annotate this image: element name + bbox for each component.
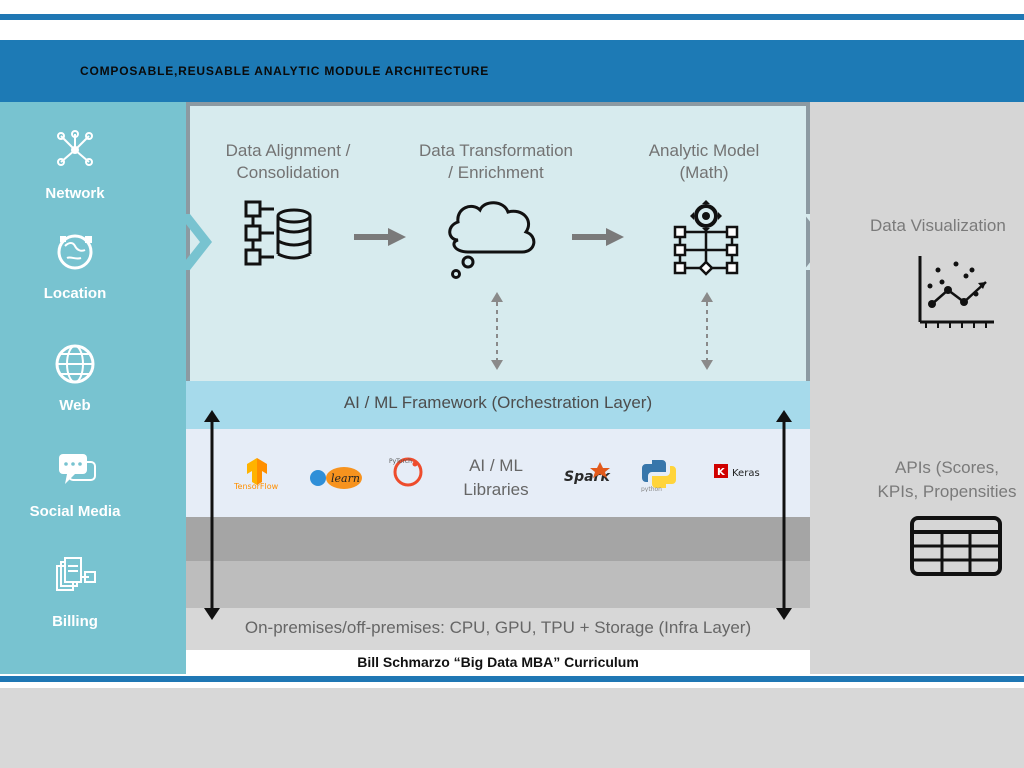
python-icon: python: [636, 456, 682, 493]
location-icon: [57, 234, 93, 270]
stage-data-alignment-line1: Data Alignment /: [225, 141, 351, 160]
flow-arrow-2-icon: [572, 228, 624, 246]
left-connector-chevron: [178, 214, 212, 270]
spark-icon: Spark: [560, 458, 612, 488]
cloud-icon: [448, 201, 536, 279]
database-icon: [244, 200, 312, 266]
data-visualization-label: Data Visualization: [870, 216, 1006, 235]
source-location: Location: [0, 228, 150, 302]
scikit-learn-icon: learn: [304, 458, 366, 492]
data-sources-panel: [0, 102, 186, 674]
libraries-label-line1: AI / ML: [469, 456, 523, 475]
libraries-layer: [186, 429, 810, 517]
python-label: python: [641, 486, 662, 492]
page-title: COMPOSABLE,REUSABLE ANALYTIC MODULE ARCH…: [80, 64, 490, 78]
stage-data-alignment-line2: Consolidation: [236, 163, 340, 182]
lower-gray-band: [186, 561, 810, 608]
web-icon: [55, 344, 95, 384]
source-network-label: Network: [45, 185, 105, 202]
flow-arrow-1-icon: [354, 228, 406, 246]
orchestration-layer-label: AI / ML Framework (Orchestration Layer): [343, 393, 653, 412]
libraries-label-line2: Libraries: [463, 480, 529, 499]
source-web: Web: [0, 340, 150, 414]
source-network: Network: [0, 128, 150, 202]
curriculum-caption: Bill Schmarzo “Big Data MBA” Curriculum: [357, 654, 639, 670]
stage-analytic-model-line2: (Math): [679, 163, 729, 182]
keras-icon: K Keras: [712, 458, 770, 486]
network-icon: [57, 130, 93, 166]
source-social-media: Social Media: [0, 446, 150, 520]
table-icon: [910, 516, 1002, 576]
dashed-arrow-model: [701, 292, 713, 370]
header-band: COMPOSABLE,REUSABLE ANALYTIC MODULE ARCH…: [0, 40, 1024, 102]
scatter-plot-icon: [918, 256, 994, 328]
right-vertical-span-arrow: [776, 410, 792, 620]
dashed-arrow-transformation: [491, 292, 503, 370]
apis-label: APIs (Scores, KPIs, Propensities: [872, 456, 1022, 504]
left-vertical-span-arrow: [204, 410, 220, 620]
tensorflow-icon: TensorFlow: [232, 456, 290, 491]
source-web-label: Web: [59, 397, 91, 414]
libraries-label: AI / ML Libraries: [455, 454, 537, 502]
stage-analytic-model-line1: Analytic Model: [648, 141, 760, 160]
caption-band: Bill Schmarzo “Big Data MBA” Curriculum: [186, 650, 810, 674]
svg-text:K: K: [717, 467, 726, 478]
infra-layer: On-premises/off-premises: CPU, GPU, TPU …: [186, 608, 810, 650]
stage-data-alignment: Data Alignment / Consolidation: [206, 140, 370, 184]
outputs-panel: [810, 102, 1024, 674]
source-location-label: Location: [43, 285, 107, 302]
bottom-accent-line: [0, 676, 1024, 682]
orchestration-layer: AI / ML Framework (Orchestration Layer): [186, 381, 810, 429]
top-accent-line: [0, 14, 1024, 20]
gear-model-icon: [673, 200, 739, 276]
apis-label-line2: KPIs, Propensities: [877, 482, 1017, 501]
source-social-media-label: Social Media: [29, 503, 121, 520]
stage-data-transformation-line2: / Enrichment: [448, 163, 544, 182]
social-media-icon: [59, 454, 96, 484]
footer-gray-band: [0, 688, 1024, 768]
tensorflow-label: TensorFlow: [233, 482, 279, 490]
scikit-learn-label: learn: [331, 472, 360, 485]
apis-label-line1: APIs (Scores,: [895, 458, 999, 477]
pytorch-icon: PyTorch: [388, 454, 428, 492]
keras-label: Keras: [732, 468, 760, 479]
stage-data-transformation: Data Transformation / Enrichment: [398, 140, 594, 184]
billing-icon: [56, 557, 96, 591]
middle-gray-band: [186, 517, 810, 561]
infra-layer-label: On-premises/off-premises: CPU, GPU, TPU …: [244, 618, 752, 637]
pytorch-label: PyTorch: [389, 458, 412, 465]
stage-data-transformation-line1: Data Transformation: [418, 141, 573, 160]
source-billing-label: Billing: [52, 613, 98, 630]
source-billing: Billing: [0, 556, 150, 630]
stage-analytic-model: Analytic Model (Math): [626, 140, 782, 184]
